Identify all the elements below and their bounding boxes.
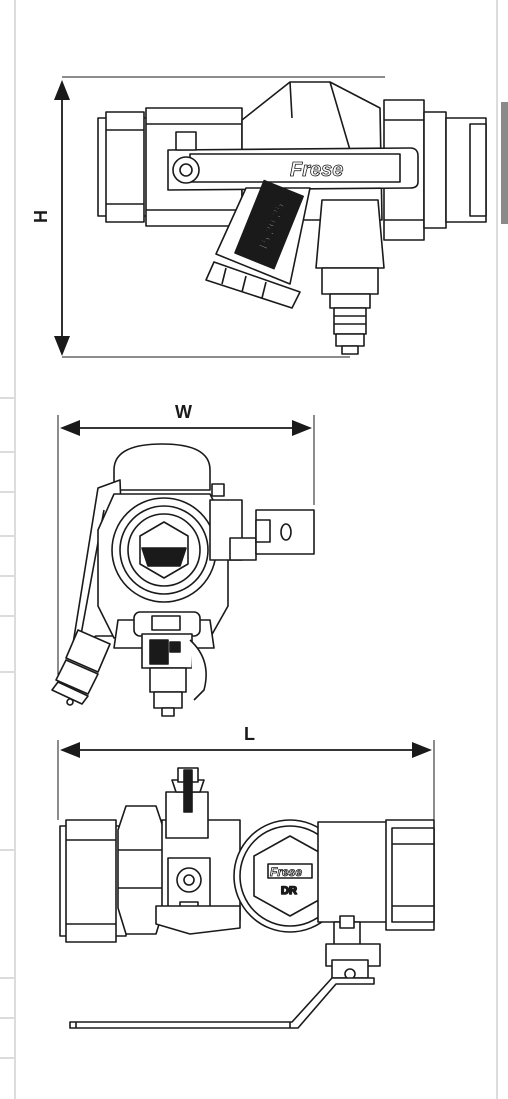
cap-label: DR (281, 885, 297, 897)
side-view: Frese 15/20/25 (62, 76, 487, 358)
length-dimension: L (60, 724, 432, 758)
height-dimension: H (31, 80, 70, 356)
cap-brand-marking: Frese (270, 865, 302, 879)
end-view (51, 415, 315, 717)
length-label: L (244, 724, 255, 744)
top-view: Frese DR (57, 740, 435, 1029)
brand-marking: Frese (290, 159, 343, 181)
width-label: W (175, 402, 192, 422)
side-tab-marker (501, 102, 508, 224)
width-dimension: W (60, 402, 312, 436)
height-label: H (31, 210, 51, 223)
